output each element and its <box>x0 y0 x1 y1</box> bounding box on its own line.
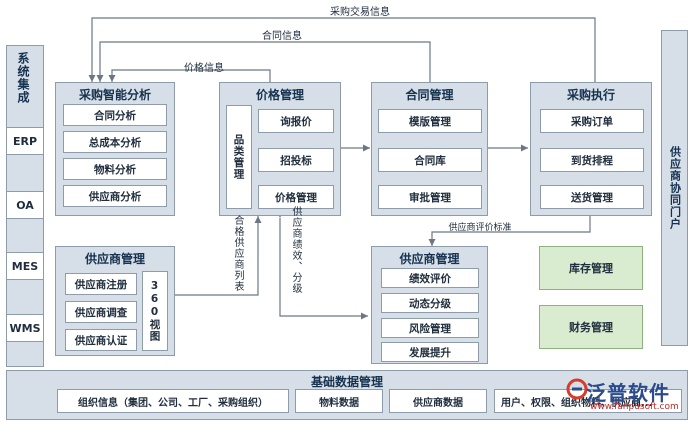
arrival-schedule-item[interactable]: 到货排程 <box>540 148 644 172</box>
system-integration-title: 系统集成 <box>16 52 30 104</box>
supplier-registration-item[interactable]: 供应商注册 <box>65 273 137 295</box>
inventory-management-box[interactable]: 库存管理 <box>539 246 643 290</box>
contract-info-label: 合同信息 <box>262 31 302 42</box>
supplier-survey-item[interactable]: 供应商调查 <box>65 301 137 323</box>
view-360-item[interactable]: 360视图 <box>142 271 168 351</box>
base-data-title: 基础数据管理 <box>310 375 383 389</box>
side-item-erp[interactable]: ERP <box>6 127 44 155</box>
performance-evaluation-item[interactable]: 绩效评价 <box>381 268 479 288</box>
inquiry-quote-item[interactable]: 询报价 <box>258 109 334 133</box>
procurement-execution-title: 采购执行 <box>566 88 615 102</box>
purchase-order-item[interactable]: 采购订单 <box>540 109 644 133</box>
performance-arrow <box>276 210 368 320</box>
supplier-certification-item[interactable]: 供应商认证 <box>65 329 137 351</box>
base-data-panel: 基础数据管理 组织信息（集团、公司、工厂、采购组织） 物料数据 供应商数据 用户… <box>6 370 688 420</box>
delivery-management-item[interactable]: 送货管理 <box>540 185 644 209</box>
supplier-performance-label: 供应商绩效、分级 <box>290 206 301 294</box>
logo-url[interactable]: www.fanpusoft.com <box>590 402 679 412</box>
price-mgmt-item[interactable]: 价格管理 <box>258 185 334 209</box>
price-info-line <box>108 69 271 82</box>
template-management-item[interactable]: 模版管理 <box>378 109 482 133</box>
side-item-oa[interactable]: OA <box>6 191 44 219</box>
supplier-data-item[interactable]: 供应商数据 <box>389 389 487 413</box>
price-management-panel: 价格管理 品类管理 询报价 招投标 价格管理 <box>219 82 341 216</box>
approval-management-item[interactable]: 审批管理 <box>378 185 482 209</box>
logo-name: 泛普软件 <box>586 381 670 405</box>
dynamic-grading-item[interactable]: 动态分级 <box>381 293 479 313</box>
category-management-item[interactable]: 品类管理 <box>226 105 252 209</box>
qualified-suppliers-arrow <box>175 216 262 296</box>
procurement-analysis-panel: 采购智能分析 合同分析 总成本分析 物料分析 供应商分析 <box>55 82 175 216</box>
supplier-management-center-panel: 供应商管理 绩效评价 动态分级 风险管理 发展提升 <box>371 246 488 364</box>
contract-library-item[interactable]: 合同库 <box>378 148 482 172</box>
evaluation-arrow <box>428 216 591 246</box>
supplier-portal-bar[interactable]: 供应商协同门户 <box>661 30 688 346</box>
supplier-management-left-title: 供应商管理 <box>84 252 145 266</box>
procurement-analysis-title: 采购智能分析 <box>78 88 151 102</box>
contract-analysis-item[interactable]: 合同分析 <box>63 104 167 126</box>
supplier-analysis-item[interactable]: 供应商分析 <box>63 185 167 207</box>
contract-info-line <box>96 41 431 82</box>
side-item-wms[interactable]: WMS <box>6 314 44 342</box>
procurement-info-label: 采购交易信息 <box>330 7 390 18</box>
finance-management-box[interactable]: 财务管理 <box>539 305 643 349</box>
bidding-item[interactable]: 招投标 <box>258 148 334 172</box>
price-info-label: 价格信息 <box>184 63 224 74</box>
qualified-suppliers-label: 合格供应商列表 <box>232 215 243 292</box>
development-improvement-item[interactable]: 发展提升 <box>381 342 479 362</box>
fanpu-logo-icon <box>566 378 588 400</box>
evaluation-standard-label: 供应商评价标准 <box>448 223 512 233</box>
total-cost-analysis-item[interactable]: 总成本分析 <box>63 131 167 153</box>
price-management-title: 价格管理 <box>255 88 304 102</box>
org-info-item[interactable]: 组织信息（集团、公司、工厂、采购组织） <box>57 389 289 413</box>
material-analysis-item[interactable]: 物料分析 <box>63 158 167 180</box>
procurement-info-line <box>88 17 596 82</box>
risk-management-item[interactable]: 风险管理 <box>381 318 479 338</box>
supplier-portal-label: 供应商协同门户 <box>668 146 682 230</box>
procurement-execution-panel: 采购执行 采购订单 到货排程 送货管理 <box>530 82 652 216</box>
supplier-management-left-panel: 供应商管理 供应商注册 供应商调查 供应商认证 360视图 <box>55 246 175 356</box>
side-item-mes[interactable]: MES <box>6 252 44 280</box>
user-permission-item[interactable]: 用户、权限、组织物料、供应商... <box>494 389 682 413</box>
supplier-management-center-title: 供应商管理 <box>399 252 460 266</box>
contract-management-panel: 合同管理 模版管理 合同库 审批管理 <box>371 82 488 216</box>
contract-management-title: 合同管理 <box>405 88 454 102</box>
material-data-item[interactable]: 物料数据 <box>295 389 383 413</box>
